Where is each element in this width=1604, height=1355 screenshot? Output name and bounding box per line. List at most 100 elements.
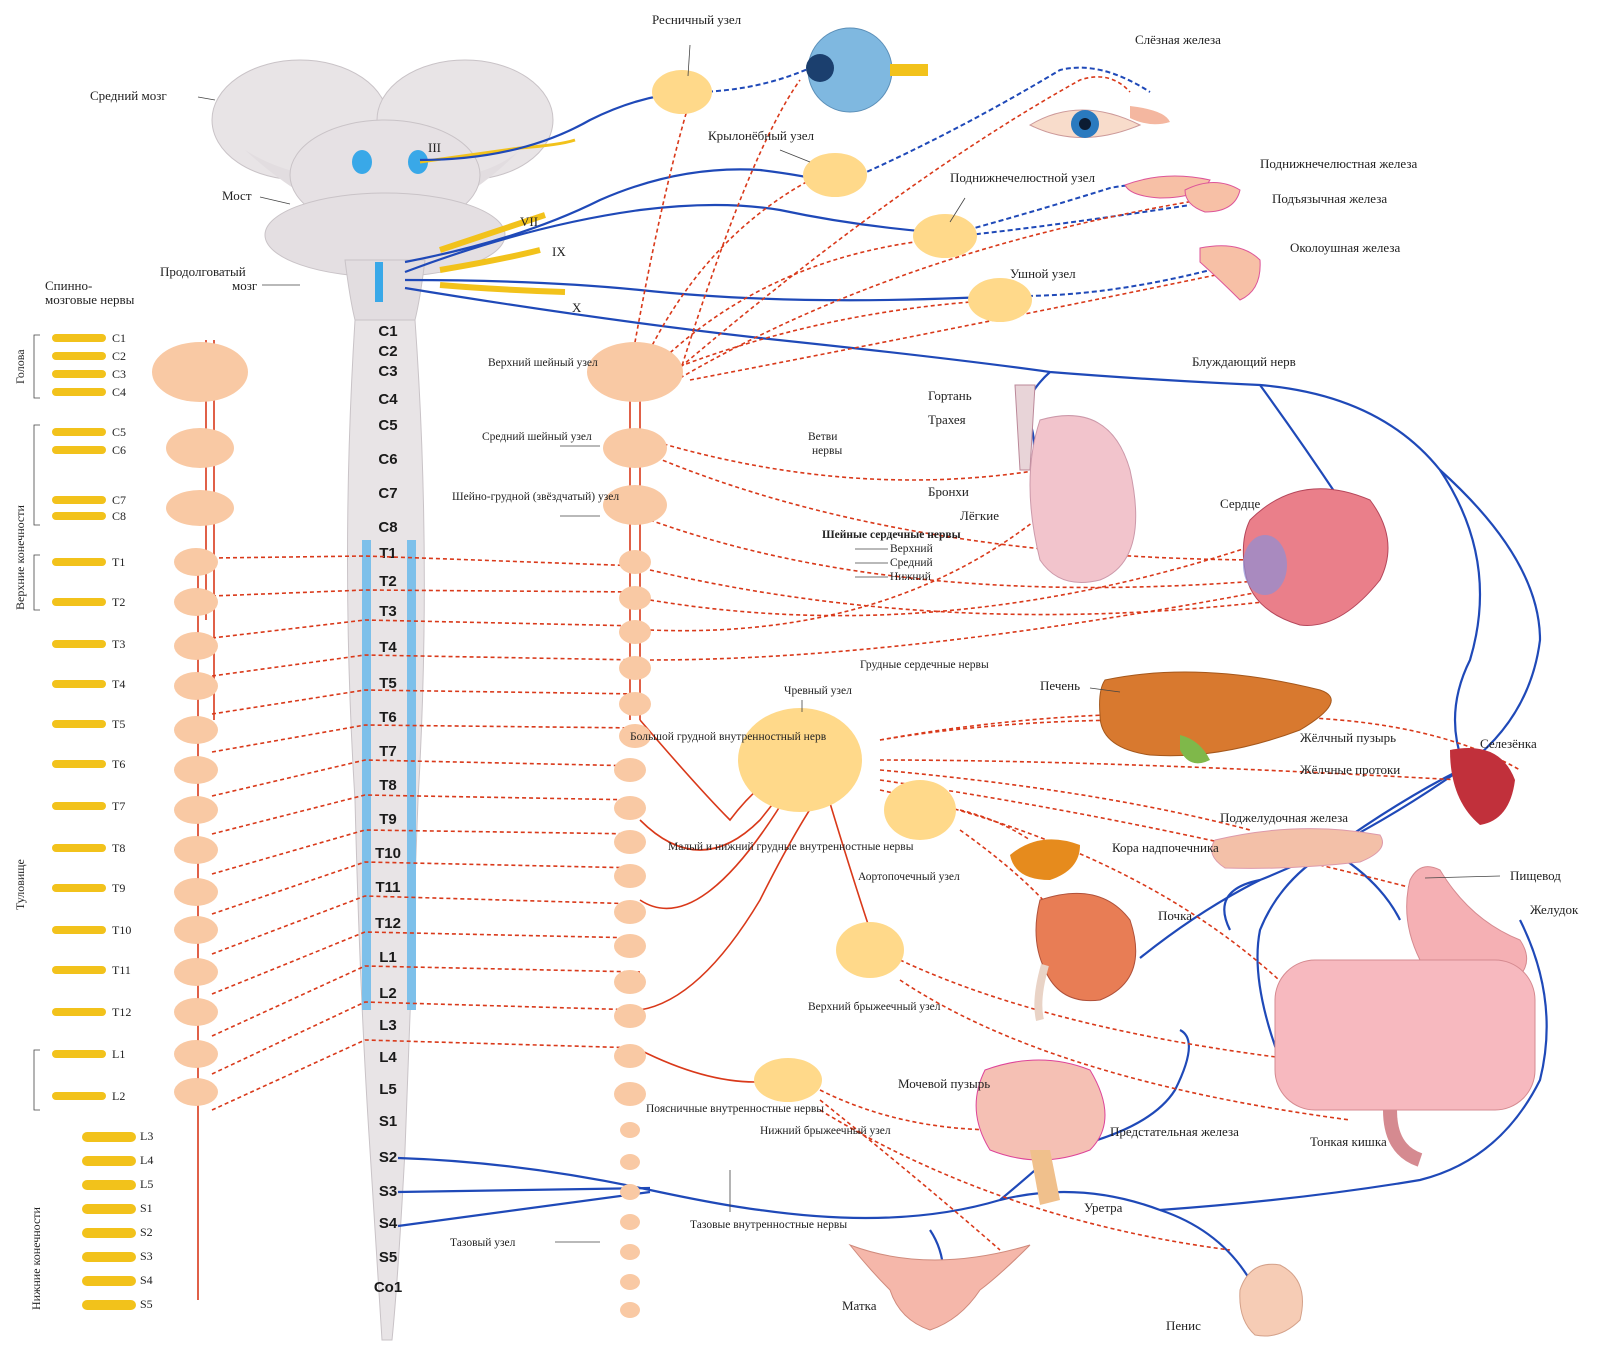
pterygopalatine-ganglion (803, 153, 867, 197)
spinal-nerve-label: T8 (112, 841, 125, 855)
label-lumbar-splanchnic: Поясничные внутренностные нервы (646, 1103, 824, 1115)
cord-segment: T9 (379, 811, 397, 828)
left-chain-ganglia (152, 342, 248, 1106)
pancreas-icon (1212, 829, 1383, 869)
label-larynx: Гортань (928, 388, 972, 403)
label-esophagus: Пищевод (1510, 868, 1561, 883)
label-parotid: Околоушная железа (1290, 240, 1400, 255)
label-intestine: Тонкая кишка (1310, 1134, 1387, 1149)
label-urethra: Уретра (1084, 1200, 1123, 1215)
bladder-icon (976, 1060, 1105, 1160)
aorticorenal-ganglion (884, 780, 956, 840)
label-uterus: Матка (842, 1298, 877, 1313)
spinal-nerve-label: T10 (112, 923, 131, 937)
pterygopalatine-ganglion-label: Крылонёбный узел (708, 128, 815, 143)
label-prostate: Предстательная железа (1110, 1124, 1239, 1139)
spinal-nerves-label-line2: мозговые нервы (45, 292, 135, 307)
spinal-nerve-label: C4 (112, 385, 126, 399)
spinal-nerve-label: C7 (112, 493, 126, 507)
cord-segment: C8 (378, 519, 397, 536)
cord-segment: S3 (379, 1183, 397, 1200)
spinal-nerve-label: C1 (112, 331, 126, 345)
sympathetic-trunk-ganglia (587, 342, 683, 1318)
eyeball-icon (806, 28, 928, 112)
spinal-nerve-label: T1 (112, 555, 125, 569)
label-branch-nerves-line1: Ветви (808, 431, 837, 443)
spinal-nerve-label: S2 (140, 1225, 153, 1239)
ganglia-labels: Верхний шейный узел Средний шейный узел … (450, 357, 960, 1249)
cord-segment: T3 (379, 603, 397, 620)
label-middle-cervical: Средний шейный узел (482, 431, 592, 443)
spinal-nerve-label: T6 (112, 757, 125, 771)
label-aorticorenal: Аортопочечный узел (858, 871, 960, 883)
label-mesencephalon: Средний мозг (90, 88, 167, 103)
inferior-mesenteric-ganglion (754, 1058, 822, 1102)
spinal-nerve-label: C8 (112, 509, 126, 523)
spleen-icon (1450, 748, 1515, 825)
spinal-nerve-label: L2 (112, 1089, 125, 1103)
spinal-nerve-label: C3 (112, 367, 126, 381)
label-superior-mesenteric: Верхний брыжеечный узел (808, 1001, 941, 1013)
adrenal-icon (1010, 839, 1080, 880)
label-sublingual: Поднижнечелюстная железа (1260, 156, 1417, 171)
region-trunk-label: Туловище (13, 859, 27, 910)
label-pelvic-splanchnic: Тазовые внутренностные нервы (690, 1219, 847, 1231)
cord-segment: L2 (379, 985, 397, 1002)
parotid-gland-icon (1200, 246, 1260, 300)
cord-segment: L1 (379, 949, 397, 966)
label-liver: Печень (1040, 678, 1080, 693)
cord-segment: C3 (378, 363, 397, 380)
uterus-icon (850, 1245, 1030, 1330)
cord-segment: T8 (379, 777, 397, 794)
label-heart: Сердце (1220, 496, 1260, 511)
eye-lacrimal-icon (1030, 106, 1170, 138)
spinal-nerve-label: T9 (112, 881, 125, 895)
label-inferior-mesenteric: Нижний брыжеечный узел (760, 1125, 891, 1137)
liver-icon (1100, 672, 1332, 756)
spinal-nerve-label: C5 (112, 425, 126, 439)
cord-segment: T4 (379, 639, 397, 656)
cord-segment: T11 (375, 879, 400, 896)
label-kidney: Почка (1158, 908, 1192, 923)
celiac-ganglion (738, 708, 862, 812)
cord-segment: T10 (375, 845, 401, 862)
cord-segment: Co1 (374, 1279, 402, 1296)
cord-segment: L5 (379, 1081, 397, 1098)
intestine-icon (1275, 960, 1535, 1110)
spinal-nerve-label: T7 (112, 799, 125, 813)
label-gallbladder: Жёлчный пузырь (1300, 730, 1396, 745)
cord-segment: T1 (379, 545, 397, 562)
cord-segment: C2 (378, 343, 397, 360)
brainstem-nucleus (375, 262, 383, 302)
label-greater-splanchnic: Большой грудной внутренностный нерв (630, 731, 827, 743)
cord-segment: C7 (378, 485, 397, 502)
spinal-nerve-label: C6 (112, 443, 126, 457)
label-cardiac-middle: Средний (890, 557, 933, 569)
spinal-nerve-label: T5 (112, 717, 125, 731)
otic-ganglion (968, 278, 1032, 322)
submandibular-ganglion-label: Поднижнечелюстной узел (950, 170, 1095, 185)
intermediolateral-column-right (407, 540, 416, 1010)
spinal-nerve-label: C2 (112, 349, 126, 363)
intermediolateral-column-left (362, 540, 371, 1010)
submandibular-ganglion (913, 214, 977, 258)
spinal-nerve-label: T3 (112, 637, 125, 651)
cord-segment: L4 (379, 1049, 397, 1066)
cord-segment: T2 (379, 573, 397, 590)
otic-ganglion-label: Ушной узел (1010, 266, 1076, 281)
cord-segment: S5 (379, 1249, 397, 1266)
cord-segment: S2 (379, 1149, 397, 1166)
oculomotor-nucleus-left (352, 150, 372, 174)
nerve-III-label: III (428, 140, 441, 155)
region-head-label: Голова (13, 349, 27, 384)
spinal-nerve-label: S5 (140, 1297, 153, 1311)
nerve-X-label: X (572, 300, 582, 315)
label-cardiac-lower: Нижний (890, 571, 931, 583)
spinal-nerve-label: T4 (112, 677, 125, 691)
spinal-nerve-label: T11 (112, 963, 131, 977)
spinal-nerve-label: L5 (140, 1177, 153, 1191)
superior-cervical-ganglion-shape (587, 342, 683, 402)
label-lesser-splanchnic: Малый и нижний грудные внутренностные не… (668, 841, 914, 853)
spinal-nerve-label: S3 (140, 1249, 153, 1263)
